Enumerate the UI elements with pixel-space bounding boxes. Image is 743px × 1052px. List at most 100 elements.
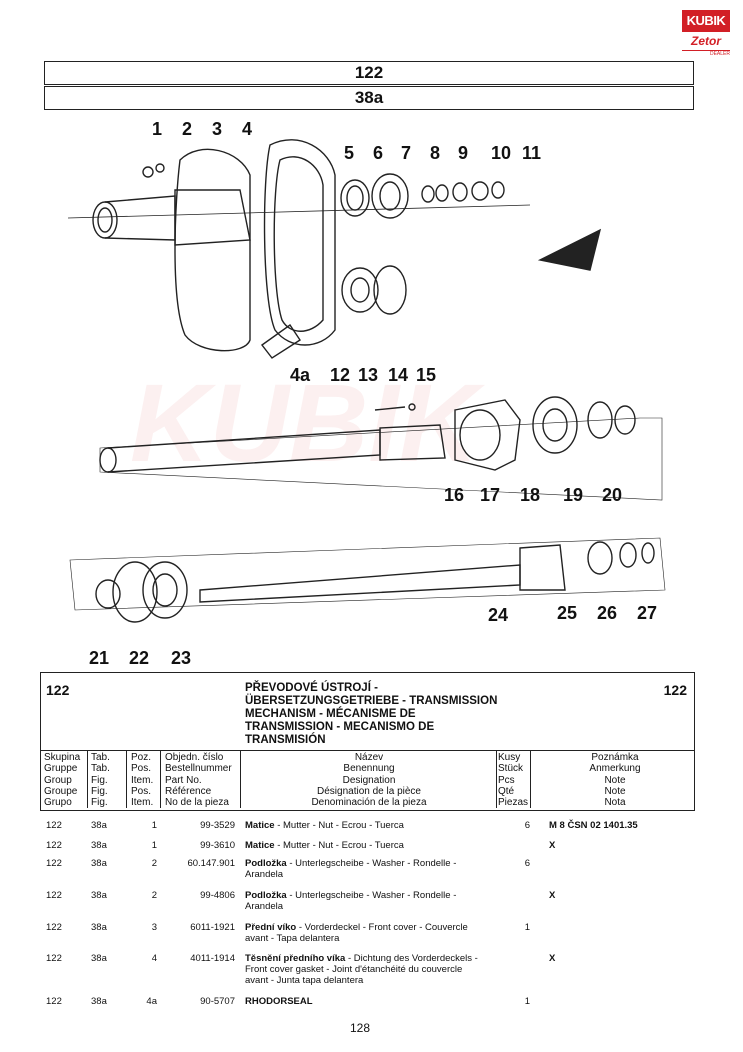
cell-group: 122	[46, 858, 62, 869]
cell-name: Podložka - Unterlegscheibe - Washer - Ro…	[245, 890, 495, 912]
logo-kubik: KUBIK	[682, 10, 730, 32]
cell-group: 122	[46, 820, 62, 831]
col-header-qty: Kusy Stück Pcs Qté Piezas	[498, 752, 529, 809]
cell-name: Podložka - Unterlegscheibe - Washer - Ro…	[245, 858, 495, 880]
cell-name: RHODORSEAL	[245, 996, 495, 1007]
cell-pos: 4a	[146, 996, 157, 1007]
cell-name: Matice - Mutter - Nut - Ecrou - Tuerca	[245, 820, 495, 831]
name-rest: - Mutter - Nut - Ecrou - Tuerca	[274, 820, 404, 831]
cell-group: 122	[46, 953, 62, 964]
parts-table-header-box	[40, 672, 695, 811]
callout-16: 16	[444, 485, 464, 505]
callout-19: 19	[563, 485, 583, 505]
callout-4a: 4a	[290, 365, 311, 385]
cell-part-number: 6011-1921	[190, 922, 235, 933]
cell-name: Těsnění předního víka - Dichtung des Vor…	[245, 953, 495, 986]
col-header-note: Poznámka Anmerkung Note Note Nota	[589, 752, 641, 809]
name-rest: - Unterlegscheibe - Washer - Rondelle - …	[245, 858, 457, 880]
cell-tab: 38a	[91, 890, 107, 901]
callout-3: 3	[212, 119, 222, 139]
callout-22: 22	[129, 648, 149, 668]
callout-20: 20	[602, 485, 622, 505]
callout-11: 11	[522, 143, 541, 163]
cell-name: Matice - Mutter - Nut - Ecrou - Tuerca	[245, 840, 495, 851]
col-header-name: Název Benennung Designation Désignation …	[311, 752, 427, 809]
name-rest: - Dichtung des Vorderdeckels - Front cov…	[245, 953, 478, 986]
callout-26: 26	[597, 603, 617, 623]
logo-zetor: Zetor	[682, 32, 730, 51]
callout-5: 5	[344, 143, 354, 163]
cell-qty: 1	[524, 996, 530, 1007]
name-bold: Matice	[245, 840, 275, 851]
table-divider	[40, 750, 695, 751]
cell-pos: 1	[151, 840, 157, 851]
callout-23: 23	[171, 648, 191, 668]
callout-2: 2	[182, 119, 192, 139]
cell-tab: 38a	[91, 996, 107, 1007]
callout-15: 15	[416, 365, 436, 385]
callout-24: 24	[488, 605, 508, 625]
watermark: KUBIK	[130, 362, 479, 485]
cell-tab: 38a	[91, 953, 107, 964]
section-title: PŘEVODOVÉ ÚSTROJÍ - ÜBERSETZUNGSGETRIEBE…	[245, 682, 498, 746]
cell-part-number: 99-3529	[200, 820, 235, 831]
callout-18: 18	[520, 485, 540, 505]
cell-tab: 38a	[91, 922, 107, 933]
cell-part-number: 90-5707	[200, 996, 235, 1007]
name-rest: - Mutter - Nut - Ecrou - Tuerca	[274, 840, 404, 851]
callout-25: 25	[557, 603, 577, 623]
callout-27: 27	[637, 603, 657, 623]
cell-qty: 6	[524, 820, 530, 831]
col-header-group: Skupina Gruppe Group Groupe Grupo	[44, 752, 81, 809]
cell-tab: 38a	[91, 820, 107, 831]
name-rest: - Vorderdeckel - Front cover - Couvercle…	[245, 922, 468, 944]
column-divider	[496, 750, 497, 808]
col-header-part: Objedn. číslo Bestellnummer Part No. Réf…	[165, 752, 232, 809]
cell-group: 122	[46, 996, 62, 1007]
callout-17: 17	[480, 485, 500, 505]
column-divider	[87, 750, 88, 808]
section-group-right: 122	[663, 682, 687, 698]
cell-qty: 6	[524, 858, 530, 869]
callout-13: 13	[358, 365, 378, 385]
callout-1: 1	[152, 119, 162, 139]
callout-9: 9	[458, 143, 468, 163]
name-bold: Matice	[245, 820, 275, 831]
section-group-left: 122	[46, 682, 70, 698]
cell-part-number: 4011-1914	[190, 953, 235, 964]
column-divider	[240, 750, 241, 808]
callout-4: 4	[242, 119, 252, 139]
cell-qty: 1	[524, 922, 530, 933]
cell-group: 122	[46, 890, 62, 901]
name-bold: Přední víko	[245, 922, 297, 933]
cell-pos: 1	[151, 820, 157, 831]
cell-note: M 8 ČSN 02 1401.35	[549, 820, 638, 831]
cell-group: 122	[46, 922, 62, 933]
cell-note: X	[549, 840, 556, 851]
cell-name: Přední víko - Vorderdeckel - Front cover…	[245, 922, 495, 944]
name-rest: - Unterlegscheibe - Washer - Rondelle - …	[245, 890, 457, 912]
col-header-pos: Poz. Pos. Item. Pos. Item.	[131, 752, 154, 809]
cell-pos: 2	[151, 858, 157, 869]
column-divider	[126, 750, 127, 808]
cell-group: 122	[46, 840, 62, 851]
name-bold: RHODORSEAL	[245, 996, 313, 1007]
cell-note: X	[549, 890, 556, 901]
kubik-zetor-logo: KUBIK Zetor DEALER	[682, 10, 730, 62]
callout-21: 21	[89, 648, 109, 668]
callout-10: 10	[491, 143, 511, 163]
cell-note: X	[549, 953, 556, 964]
cell-part-number: 60.147.901	[187, 858, 235, 869]
cell-tab: 38a	[91, 840, 107, 851]
name-bold: Podložka	[245, 890, 287, 901]
group-number-header: 122	[44, 61, 694, 85]
callout-6: 6	[373, 143, 383, 163]
col-header-tab: Tab. Tab. Fig. Fig. Fig.	[91, 752, 110, 809]
column-divider	[530, 750, 531, 808]
name-bold: Těsnění předního víka	[245, 953, 346, 964]
exploded-view-drawing: 1 2 3 4 5 6 7 8 9 10 11 4a 12 13 14 15 1…	[67, 119, 666, 668]
cell-part-number: 99-3610	[200, 840, 235, 851]
callout-14: 14	[388, 365, 408, 385]
name-bold: Podložka	[245, 858, 287, 869]
logo-dealer: DEALER	[709, 51, 730, 57]
